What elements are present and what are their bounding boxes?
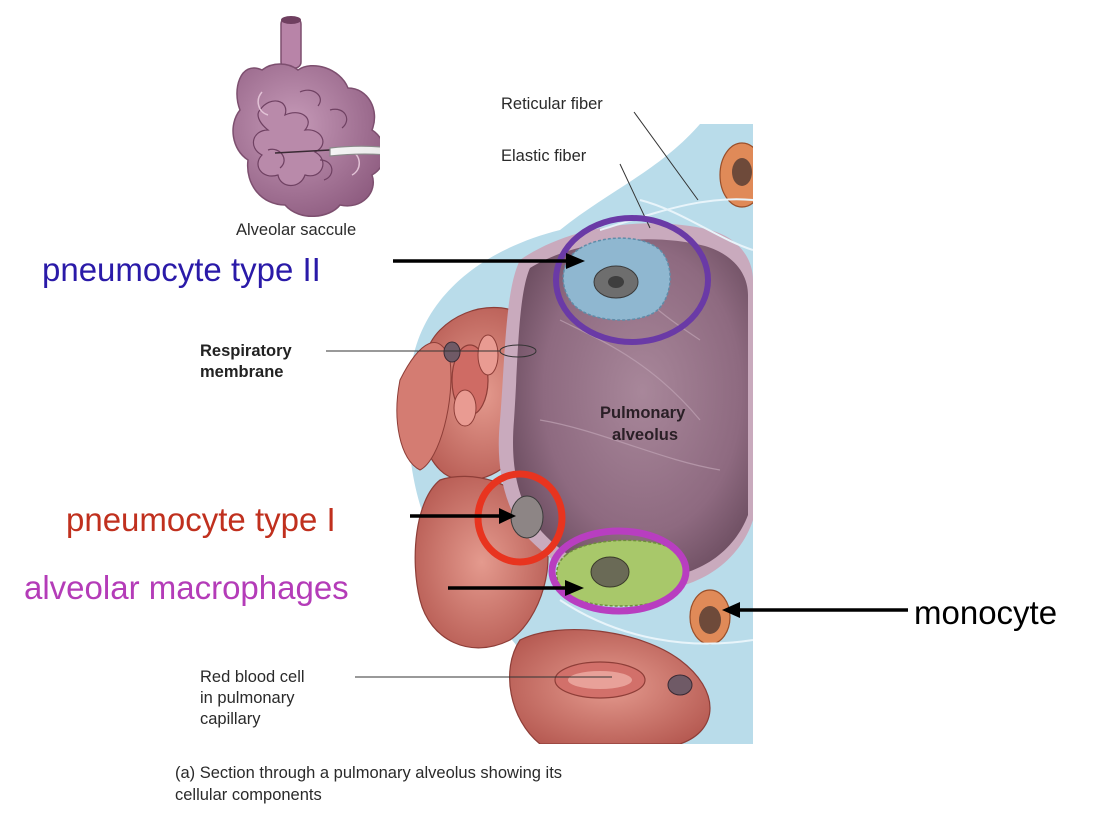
macrophage-ring (548, 527, 690, 615)
caption-line-2: cellular components (175, 786, 322, 804)
alveolus-section-drawing (380, 124, 753, 744)
alveolar-saccule-drawing (232, 16, 386, 218)
pneumocyte-type-2-annotation: pneumocyte type II (42, 251, 321, 288)
reticular-fiber-label: Reticular fiber (501, 95, 603, 113)
alveolar-macrophages-annotation: alveolar macrophages (24, 569, 349, 606)
pulmonary-alveolus-label-1: Pulmonary (600, 404, 686, 422)
leader-lines (326, 111, 699, 678)
elastic-fiber-label: Elastic fiber (501, 147, 587, 165)
arrowheads (499, 253, 740, 618)
red-blood-cell-label-1: Red blood cell (200, 668, 305, 686)
alveolar-saccule-label: Alveolar saccule (236, 221, 357, 239)
pulmonary-alveolus-label-2: alveolus (612, 426, 679, 444)
pneumocyte-type-1-annotation: pneumocyte type I (66, 501, 336, 538)
respiratory-membrane-label-1: Respiratory (200, 342, 292, 360)
caption-line-1: (a) Section through a pulmonary alveolus… (175, 764, 563, 782)
type2-ring (553, 215, 711, 345)
red-blood-cell-label-3: capillary (200, 710, 261, 728)
red-blood-cell-label-2: in pulmonary (200, 689, 295, 707)
monocyte-annotation: monocyte (914, 594, 1058, 631)
respiratory-membrane-label-2: membrane (200, 363, 284, 381)
annotation-arrows (393, 259, 908, 612)
type1-ring (474, 470, 566, 566)
